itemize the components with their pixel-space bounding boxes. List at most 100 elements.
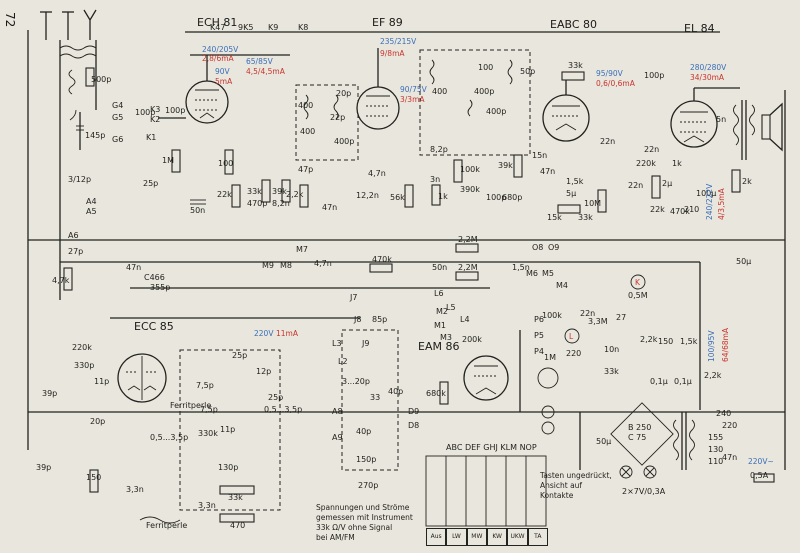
svg-text:L3: L3: [332, 339, 342, 348]
svg-text:470p: 470p: [247, 199, 267, 208]
svg-text:39k: 39k: [272, 187, 287, 196]
svg-text:100µ: 100µ: [696, 189, 716, 198]
svg-text:25p: 25p: [232, 351, 247, 360]
svg-text:4,7k: 4,7k: [52, 276, 70, 285]
svg-text:355p: 355p: [150, 283, 170, 292]
svg-text:150p: 150p: [356, 455, 376, 464]
svg-text:22n: 22n: [600, 137, 615, 146]
pilot-lamp-1: [619, 465, 633, 479]
svg-text:40p: 40p: [356, 427, 371, 436]
pilot-lamp-2: [643, 465, 657, 479]
eam86-label: EAM 86: [418, 340, 459, 353]
svg-text:A4: A4: [86, 197, 97, 206]
svg-text:3/12p: 3/12p: [68, 175, 91, 184]
svg-text:2k: 2k: [742, 177, 752, 186]
svg-text:50µ: 50µ: [596, 437, 611, 446]
button-note-l2: Ansicht auf: [540, 481, 582, 490]
svg-text:M2: M2: [436, 307, 448, 316]
svg-text:D9: D9: [408, 407, 419, 416]
svg-text:100: 100: [218, 159, 233, 168]
svg-text:1M: 1M: [544, 353, 556, 362]
ecc85-stage: ECC 85 220k 330p 11p 20p 39p 39p 150 3,3…: [36, 320, 302, 530]
svg-text:240: 240: [716, 409, 731, 418]
svg-text:5mA: 5mA: [215, 77, 233, 86]
svg-text:100p: 100p: [644, 71, 664, 80]
svg-text:240/205V: 240/205V: [202, 45, 239, 54]
band-button-ukw[interactable]: UKW: [507, 528, 528, 546]
svg-text:3,3n: 3,3n: [198, 501, 216, 510]
measurement-note-l2: gemessen mit Instrument: [316, 513, 413, 522]
band-button-ta[interactable]: TA: [527, 528, 548, 546]
svg-text:K2: K2: [150, 115, 160, 124]
svg-text:680p: 680p: [502, 193, 522, 202]
svg-text:L6: L6: [434, 289, 444, 298]
svg-text:2,2k: 2,2k: [704, 371, 722, 380]
svg-text:M9: M9: [262, 261, 274, 270]
svg-text:K: K: [635, 278, 641, 287]
svg-text:A5: A5: [86, 207, 97, 216]
svg-text:2,8/6mA: 2,8/6mA: [202, 54, 235, 63]
svg-text:2,2k: 2,2k: [286, 190, 304, 199]
svg-text:2,2M: 2,2M: [458, 235, 478, 244]
svg-text:K1: K1: [146, 133, 156, 142]
svg-text:3,3M: 3,3M: [588, 317, 608, 326]
svg-text:47n: 47n: [540, 167, 555, 176]
button-note-l3: Kontakte: [540, 491, 574, 500]
svg-text:4/3,5mA: 4/3,5mA: [717, 187, 726, 220]
svg-text:B 250: B 250: [628, 423, 651, 432]
svg-text:220: 220: [566, 349, 581, 358]
svg-text:O8: O8: [532, 243, 543, 252]
band-filter-section: J7 J8 L3 L2 85p J9 3...20p 33 A8 A9 40p …: [332, 293, 419, 490]
svg-text:G6: G6: [112, 135, 123, 144]
svg-text:15k: 15k: [547, 213, 562, 222]
svg-text:47n: 47n: [322, 203, 337, 212]
svg-text:155: 155: [708, 433, 723, 442]
svg-text:210: 210: [684, 205, 699, 214]
svg-text:240/222V: 240/222V: [705, 183, 714, 220]
svg-text:9K5: 9K5: [238, 23, 253, 32]
svg-text:100k: 100k: [542, 311, 562, 320]
svg-text:220V: 220V: [254, 329, 274, 338]
svg-text:64/68mA: 64/68mA: [721, 327, 730, 362]
svg-text:100p: 100p: [165, 106, 185, 115]
svg-text:25p: 25p: [268, 393, 283, 402]
el84-label: EL 84: [684, 22, 715, 35]
svg-text:90V: 90V: [215, 67, 231, 76]
svg-text:11mA: 11mA: [276, 329, 299, 338]
svg-text:J8: J8: [353, 315, 361, 324]
svg-text:50n: 50n: [190, 206, 205, 215]
ef89-label: EF 89: [372, 16, 403, 29]
svg-text:M7: M7: [296, 245, 308, 254]
svg-text:100p: 100p: [135, 108, 155, 117]
svg-text:130p: 130p: [218, 463, 238, 472]
svg-text:P5: P5: [534, 331, 544, 340]
svg-text:9/8mA: 9/8mA: [380, 49, 405, 58]
svg-text:470k: 470k: [670, 207, 690, 216]
svg-text:2µ: 2µ: [662, 179, 672, 188]
svg-text:39k: 39k: [498, 161, 513, 170]
svg-text:10n: 10n: [604, 345, 619, 354]
svg-text:150: 150: [86, 473, 101, 482]
antenna-section: 500p 145p: [40, 9, 111, 150]
svg-text:2×7V/0,3A: 2×7V/0,3A: [622, 487, 666, 496]
svg-text:40p: 40p: [388, 387, 403, 396]
svg-text:Ferritperle: Ferritperle: [170, 401, 211, 410]
svg-text:27: 27: [616, 313, 626, 322]
svg-text:90/75V: 90/75V: [400, 85, 428, 94]
svg-text:200k: 200k: [462, 335, 482, 344]
band-button-aus[interactable]: Aus: [426, 528, 447, 546]
band-button-lw[interactable]: LW: [446, 528, 467, 546]
svg-text:500p: 500p: [91, 75, 111, 84]
measurement-note-l3: 33k Ω/V ohne Signal: [316, 523, 392, 532]
band-button-kw[interactable]: KW: [486, 528, 508, 546]
svg-text:4,5/4,5mA: 4,5/4,5mA: [246, 67, 286, 76]
svg-text:22n: 22n: [580, 309, 595, 318]
svg-text:390k: 390k: [460, 185, 480, 194]
eabc80-tube: [542, 94, 590, 142]
band-button-mw[interactable]: MW: [466, 528, 487, 546]
svg-text:0,5...3,5p: 0,5...3,5p: [264, 405, 302, 414]
svg-text:95/90V: 95/90V: [596, 69, 624, 78]
svg-text:270p: 270p: [358, 481, 378, 490]
